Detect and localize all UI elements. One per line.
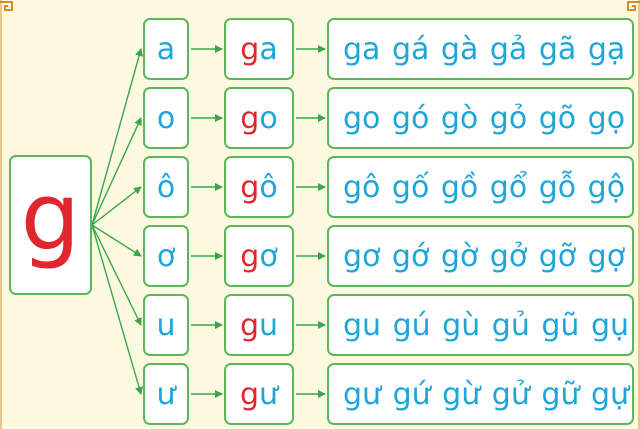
vowel-letter: a — [156, 31, 176, 67]
vowel-letter: ư — [156, 376, 176, 412]
arrow — [91, 186, 142, 226]
vowel-card: ư — [143, 363, 189, 425]
syllable-vowel: u — [259, 307, 279, 343]
vowel-letter: ơ — [156, 238, 176, 274]
syllable-consonant: g — [240, 31, 260, 67]
arrow — [91, 224, 143, 395]
arrow — [91, 224, 142, 326]
tone-variants-card: gu gú gù gủ gũ gụ — [327, 294, 634, 356]
vowel-card: ơ — [143, 225, 189, 287]
tone-variants-text: gư gứ gừ gử gữ gự — [343, 376, 630, 412]
tone-variants-card: gô gố gồ gổ gỗ gộ — [327, 156, 634, 218]
arrow — [91, 117, 142, 226]
syllable-vowel: o — [259, 100, 278, 136]
tone-variants-card: gơ gớ gờ gở gỡ gợ — [327, 225, 634, 287]
vowel-card: a — [143, 18, 189, 80]
syllable-vowel: ư — [259, 376, 279, 412]
consonant-card: g — [9, 155, 92, 295]
corner-ornament-icon — [627, 1, 640, 11]
tone-variants-card: go gó gò gỏ gõ gọ — [327, 87, 634, 149]
tone-variants-text: gơ gớ gờ gở gỡ gợ — [343, 238, 626, 274]
syllable-vowel: ô — [259, 169, 278, 205]
syllable-consonant: g — [240, 238, 260, 274]
vowel-letter: u — [156, 307, 176, 343]
syllable-consonant: g — [239, 307, 260, 343]
vowel-letter: o — [156, 100, 176, 136]
tone-variants-card: ga gá gà gả gã gạ — [327, 18, 634, 80]
tone-variants-text: gu gú gù gủ gũ gụ — [343, 307, 630, 343]
tone-variants-text: gô gố gồ gổ gỗ gộ — [343, 169, 626, 205]
tone-variants-card: gư gứ gừ gử gữ gự — [327, 363, 634, 425]
vowel-card: o — [143, 87, 189, 149]
syllable-vowel: ơ — [259, 238, 278, 274]
vowel-letter: ô — [156, 169, 176, 205]
tone-variants-text: ga gá gà gả gã gạ — [343, 31, 626, 67]
arrow — [91, 224, 142, 257]
syllable-consonant: g — [240, 100, 260, 136]
frame-border-left — [0, 0, 2, 429]
syllable-vowel: a — [259, 31, 278, 67]
vowel-card: u — [143, 294, 189, 356]
vowel-card: ô — [143, 156, 189, 218]
arrow — [91, 48, 143, 226]
frame-border-right — [638, 0, 640, 429]
tone-variants-text: go gó gò gỏ gõ gọ — [343, 100, 626, 136]
syllable-consonant: g — [240, 169, 260, 205]
corner-ornament-icon — [0, 1, 13, 11]
syllable-consonant: g — [239, 376, 260, 412]
consonant-letter: g — [20, 163, 81, 272]
